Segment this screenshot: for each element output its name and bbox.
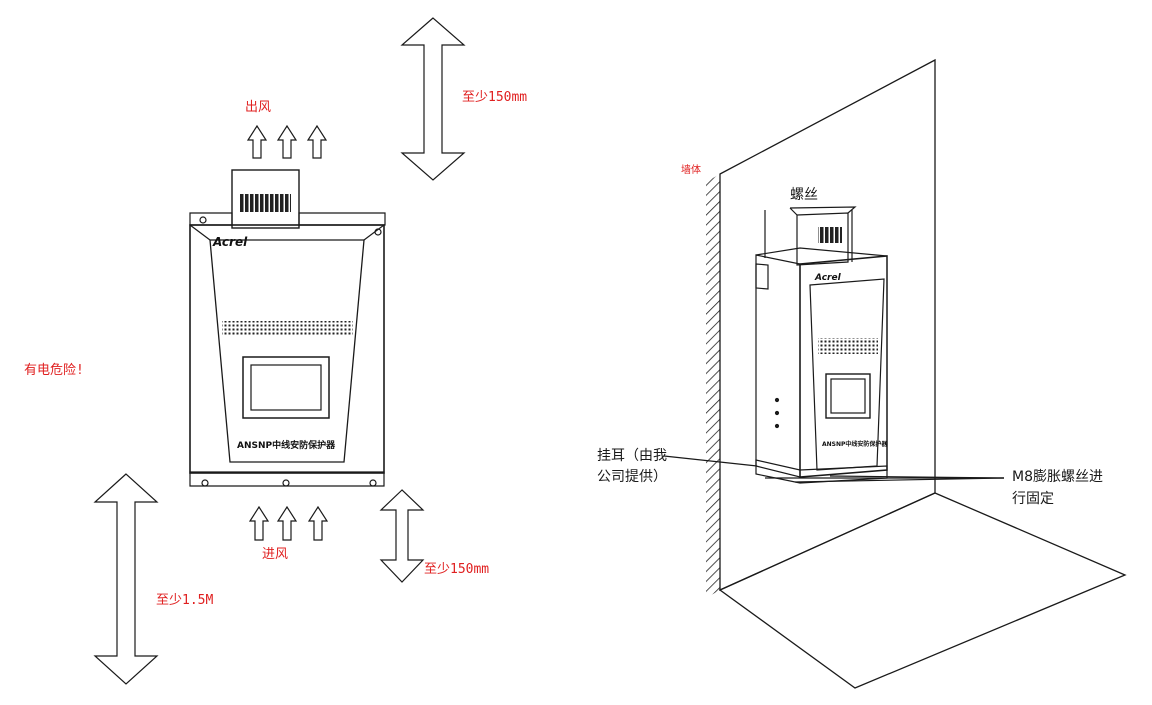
product-name-label-3d: ANSNP中线安防保护器 <box>822 441 888 448</box>
product-name-label: ANSNP中线安防保护器 <box>237 441 336 451</box>
display-screen <box>242 356 330 419</box>
bolt-label-line2: 行固定 <box>1012 491 1054 507</box>
warning-label: 有电危险! <box>24 363 84 378</box>
floor-height-arrow <box>93 473 159 685</box>
wall-label: 墙体 <box>681 165 701 176</box>
bottom-clearance-arrow <box>379 489 425 583</box>
front-panel <box>209 239 365 463</box>
perspective-view <box>663 58 1127 689</box>
wall <box>719 58 936 592</box>
cabinet-body <box>189 224 385 474</box>
floor-height-label: 至少1.5M <box>156 593 214 608</box>
ear-label-line1: 挂耳（由我 <box>597 448 667 464</box>
top-clearance-label: 至少150mm <box>462 90 528 105</box>
wall-hatch <box>706 174 720 598</box>
outlet-arrows <box>246 124 328 159</box>
fan-hood <box>231 169 300 229</box>
brand-logo: Acrel <box>213 235 248 249</box>
inlet-arrows <box>248 505 329 541</box>
floor <box>718 492 1127 689</box>
screw-label: 螺丝 <box>790 187 818 203</box>
display-screen-3d <box>825 373 871 419</box>
inlet-label: 进风 <box>262 547 289 562</box>
bolt-label-line1: M8膨胀螺丝进 <box>1012 469 1103 485</box>
top-clearance-arrow <box>400 17 466 181</box>
bottom-clearance-label: 至少150mm <box>424 562 490 577</box>
front-view <box>93 17 466 685</box>
outlet-label: 出风 <box>245 100 272 115</box>
brand-logo-3d: Acrel <box>815 273 841 283</box>
ear-label-line2: 公司提供） <box>597 469 667 485</box>
